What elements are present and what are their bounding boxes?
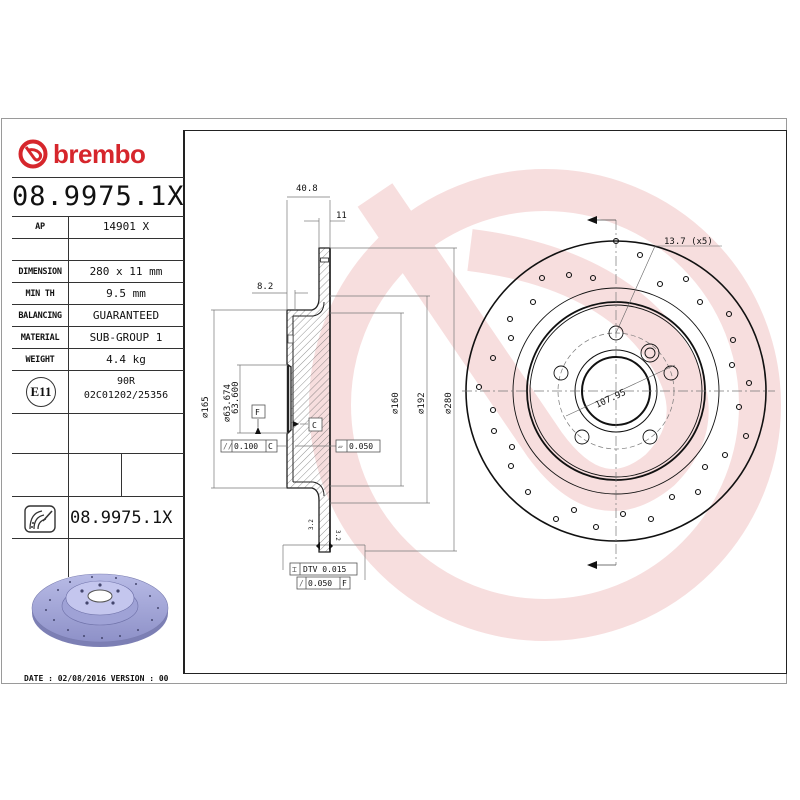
title-block-divider [183, 130, 185, 674]
surface-finish-right: 3.2 [334, 530, 341, 541]
runout-value: 0.050 [308, 579, 332, 588]
runout-datum: F [342, 579, 347, 588]
divider [12, 260, 184, 261]
dtv-value: DTV 0.015 [303, 565, 347, 574]
spec-label: WEIGHT [25, 355, 55, 365]
footer-date-version: DATE : 02/08/2016 VERSION : 00 [24, 674, 169, 683]
spec-column-divider [68, 216, 69, 460]
divider [12, 413, 184, 414]
homologation-number: 02C01202/25356 [83, 390, 169, 401]
spec-row-weight: WEIGHT 4.4 kg [12, 349, 184, 370]
homologation-row: E11 90R 02C01202/25356 [12, 371, 184, 413]
section-view [211, 196, 457, 580]
spec-value: GUARANTEED [92, 309, 160, 322]
spec-label: AP [35, 222, 45, 232]
dim-bore-max: ⌀63.674 [223, 384, 233, 422]
parallelism-symbol: // [223, 442, 233, 451]
surface-finish-left: 3.2 [308, 519, 315, 530]
dim-hub-dia: ⌀165 [201, 396, 211, 418]
dim-bolt-hole: 13.7 (x5) [664, 237, 713, 247]
spec-label: DIMENSION [18, 267, 62, 277]
spec-label: MIN TH [25, 289, 55, 299]
drilled-holes [475, 237, 753, 531]
runout-symbol: / [299, 579, 304, 588]
datum-f: F [255, 408, 260, 417]
divider [12, 177, 184, 178]
spec-row [12, 239, 184, 260]
spec-value: 280 x 11 mm [89, 265, 163, 278]
spec-row-material: MATERIAL SUB-GROUP 1 [12, 327, 184, 348]
tolerance-frames: F C // 0.100 C ▱ 0.050 ⌶ DTV 0.015 / 0.0… [220, 404, 381, 590]
brembo-logo-icon [18, 139, 48, 169]
flatness-symbol: ▱ [338, 442, 343, 451]
parallelism-value: 0.100 [234, 442, 258, 451]
dim-bore-min: 63.600 [231, 381, 241, 414]
parallelism-datum: C [268, 442, 273, 451]
spec-row-dimension: DIMENSION 280 x 11 mm [12, 261, 184, 282]
spec-label: MATERIAL [20, 333, 60, 343]
divider [12, 326, 184, 327]
divider [12, 370, 184, 371]
dim-hat-dia: ⌀192 [417, 392, 427, 414]
homologation-code: 90R [116, 376, 136, 387]
spec-label: BALANCING [18, 311, 62, 321]
part-number: 08.9975.1X [12, 181, 185, 212]
divider [12, 216, 184, 217]
spec-value: 14901 X [102, 220, 150, 233]
spec-value: 9.5 mm [106, 287, 146, 300]
brand-logo: brembo [18, 134, 180, 174]
spec-row: AP 14901 X [12, 216, 184, 238]
spec-table: AP 14901 X DIMENSION 280 x 11 mm MIN TH … [12, 216, 184, 414]
front-view [462, 216, 775, 569]
dim-hub-offset: 8.2 [257, 282, 273, 292]
spec-row-min-th: MIN TH 9.5 mm [12, 283, 184, 304]
divider [12, 348, 184, 349]
divider [12, 238, 184, 239]
divider [12, 304, 184, 305]
e11-mark-icon: E11 [26, 377, 56, 407]
divider [68, 460, 69, 577]
spec-row-balancing: BALANCING GUARANTEED [12, 305, 184, 326]
brand-name: brembo [53, 138, 146, 169]
spec-value: SUB-GROUP 1 [89, 331, 163, 344]
product-line-row: 08.9975.1X [12, 496, 184, 538]
divider [12, 453, 184, 454]
spec-value: 4.4 kg [106, 353, 146, 366]
dim-overall-width: 40.8 [296, 184, 318, 194]
product-line-part-number: 08.9975.1X [70, 508, 173, 528]
xtra-disc-icon [24, 505, 56, 533]
divider [12, 496, 184, 497]
dim-inner-dia: ⌀160 [391, 392, 401, 414]
divider [12, 282, 184, 283]
datum-c: C [312, 421, 317, 430]
dim-outer-dia: ⌀280 [444, 392, 454, 414]
divider [12, 538, 184, 539]
flatness-value: 0.050 [349, 442, 373, 451]
divider [121, 453, 122, 496]
dtv-symbol: ⌶ [292, 565, 297, 574]
disc-3d-render [31, 573, 169, 647]
dim-thickness: 11 [336, 211, 347, 221]
